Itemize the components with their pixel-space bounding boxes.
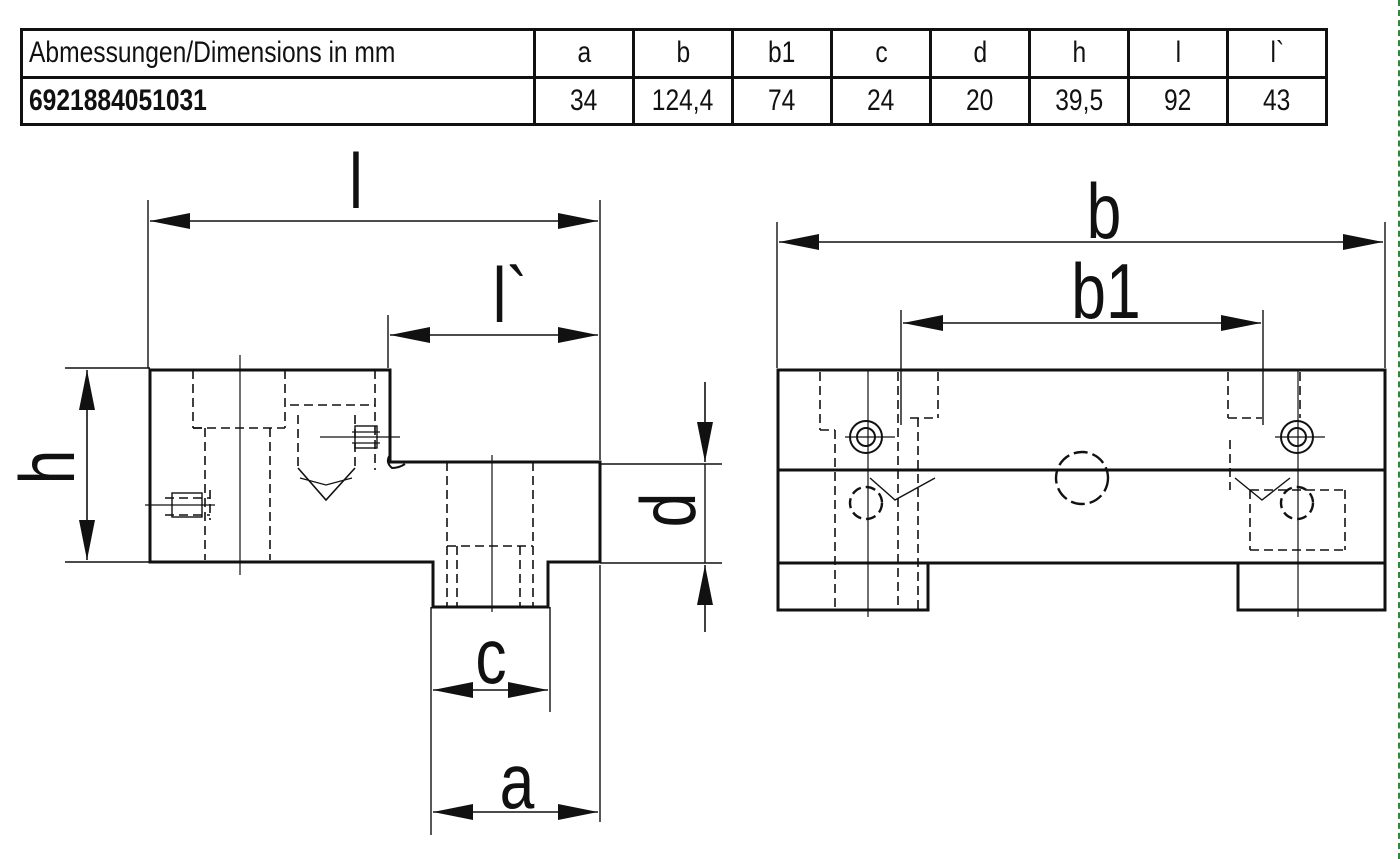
dimension-b1: [900, 310, 1264, 425]
table-cell: 34: [533, 75, 635, 126]
center-hole: [1054, 450, 1110, 506]
side-view: [145, 355, 602, 612]
page-edge-marker: [1394, 0, 1400, 859]
table-header-cell: Abmessungen/Dimensions in mm: [20, 28, 536, 79]
label-l-prime: l`: [493, 251, 528, 338]
article-number-cell: 6921884051031: [20, 75, 536, 126]
center-lines: [145, 355, 493, 612]
dimension-h: [65, 367, 150, 563]
screw-head-right: [1280, 420, 1314, 454]
dimension-a: [433, 565, 601, 822]
table-cell: 74: [731, 75, 833, 126]
label-l: l: [349, 137, 363, 224]
table-header-row: Abmessungen/Dimensions in mm a b b1 c d …: [20, 28, 1328, 79]
table-cell: 24: [830, 75, 932, 126]
table-header-cell: c: [830, 28, 932, 79]
table-header-cell: l`: [1226, 28, 1328, 79]
dimension-c: [430, 607, 551, 835]
dimension-b: [776, 222, 1386, 368]
dimension-l-prime: [387, 315, 598, 368]
table-cell: 43: [1226, 75, 1328, 126]
label-c: c: [475, 612, 506, 699]
front-hidden-lines: [819, 372, 1346, 610]
front-view-foot-left: [776, 563, 930, 612]
hidden-lines: [165, 370, 534, 607]
table-cell: 92: [1127, 75, 1229, 126]
table-header-cell: b1: [731, 28, 833, 79]
screw-head-left: [849, 420, 883, 454]
dimensions-table: Abmessungen/Dimensions in mm a b b1 c d …: [20, 28, 1328, 126]
table-header-cell: h: [1028, 28, 1130, 79]
dimension-l: [147, 200, 601, 460]
label-a: a: [500, 737, 535, 824]
front-view-foot-right: [1236, 563, 1387, 612]
table-cell: 20: [929, 75, 1031, 126]
table-cell: 39,5: [1028, 75, 1130, 126]
table-row: 6921884051031 34 124,4 74 24 20 39,5 92 …: [20, 75, 1328, 126]
label-b: b: [1087, 167, 1122, 254]
label-d: d: [624, 493, 711, 528]
front-view-body: [776, 368, 1387, 565]
side-view-outline: [148, 368, 602, 609]
label-h: h: [3, 450, 90, 485]
front-center-lines: [845, 370, 1325, 617]
table-cell: 124,4: [632, 75, 734, 126]
table-header-cell: d: [929, 28, 1031, 79]
front-view: [776, 368, 1387, 617]
label-b1: b1: [1071, 247, 1140, 334]
table-header-cell: a: [533, 28, 635, 79]
table-header-cell: l: [1127, 28, 1229, 79]
dimension-d: [600, 382, 722, 632]
table-header-cell: b: [632, 28, 734, 79]
hole-right: [1279, 485, 1315, 521]
hole-left: [848, 485, 884, 521]
